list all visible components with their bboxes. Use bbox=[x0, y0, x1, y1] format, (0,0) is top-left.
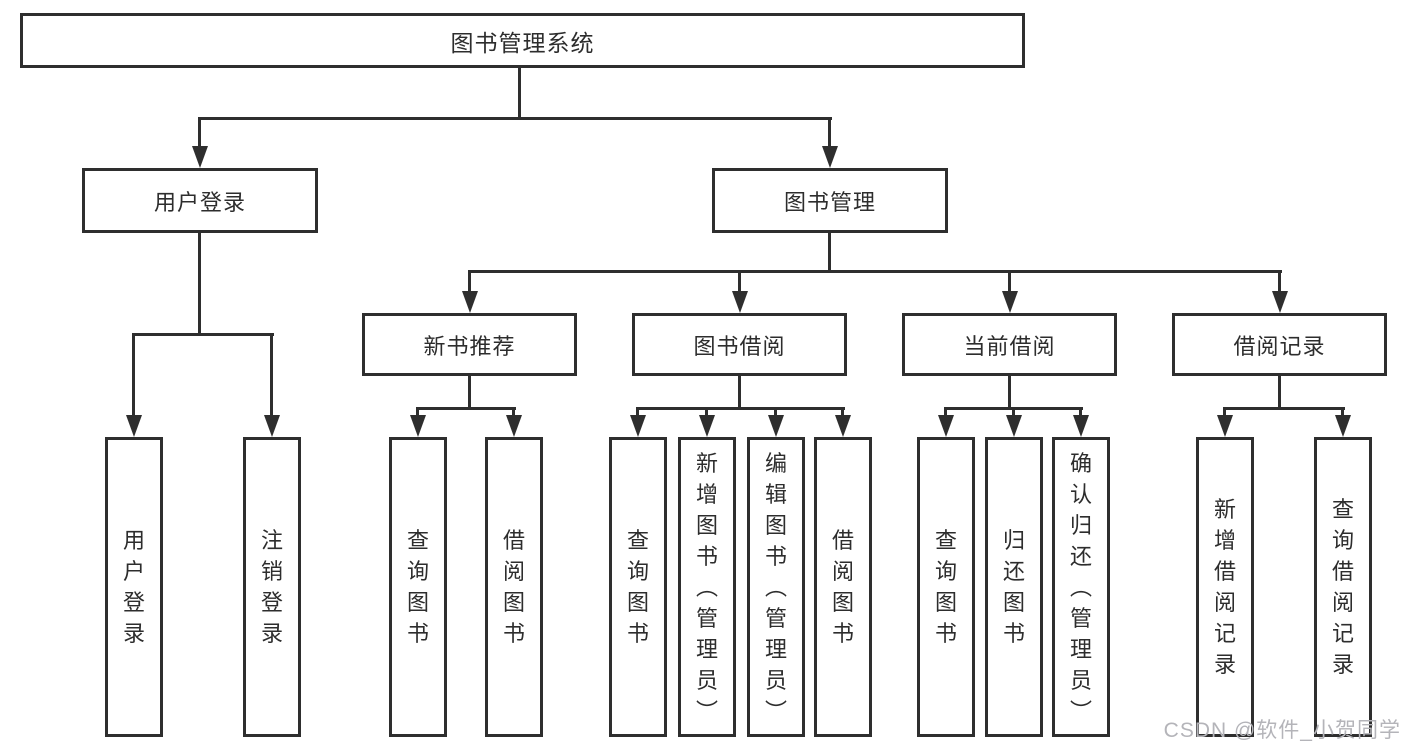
connector-drop-borrow-books-1 bbox=[512, 407, 515, 419]
leaf-user-login-label: 用户登录 bbox=[122, 528, 145, 646]
node-book-management-label: 图书管理 bbox=[783, 189, 876, 215]
node-book-management: 图书管理 bbox=[712, 168, 948, 233]
connector-new-book-trunk bbox=[468, 376, 471, 410]
connector-drop-query-books-1 bbox=[416, 407, 419, 419]
connector-drop-add-borrow-record bbox=[1223, 407, 1226, 419]
connector-user-login-branch bbox=[132, 333, 274, 336]
connector-drop-edit-book bbox=[774, 407, 777, 419]
node-root: 图书管理系统 bbox=[20, 13, 1025, 68]
arrow-to-leaf-logout bbox=[264, 415, 280, 437]
connector-drop-current-borrow bbox=[1008, 270, 1011, 295]
arrow-to-borrow-books-2 bbox=[835, 415, 851, 437]
leaf-query-books-1: 查询图书 bbox=[389, 437, 447, 737]
connector-drop-return-books bbox=[1012, 407, 1015, 419]
arrow-to-book-management bbox=[822, 146, 838, 168]
leaf-query-books-3: 查询图书 bbox=[917, 437, 975, 737]
node-new-book-recommend: 新书推荐 bbox=[362, 313, 577, 376]
leaf-query-books-2-label: 查询图书 bbox=[626, 528, 649, 646]
node-borrow-records: 借阅记录 bbox=[1172, 313, 1387, 376]
leaf-add-book-admin: 新增图书︵管理员︶ bbox=[678, 437, 736, 737]
arrow-to-user-login bbox=[192, 146, 208, 168]
connector-drop-confirm-return bbox=[1079, 407, 1082, 419]
node-current-borrow: 当前借阅 bbox=[902, 313, 1117, 376]
connector-book-borrow-branch bbox=[636, 407, 845, 410]
arrow-to-add-book bbox=[699, 415, 715, 437]
connector-root-branch bbox=[198, 117, 832, 120]
watermark-text: CSDN @软件_小贺同学 bbox=[1163, 719, 1401, 742]
connector-drop-query-borrow-record bbox=[1341, 407, 1344, 419]
arrow-to-add-borrow-record bbox=[1217, 415, 1233, 437]
connector-drop-add-book bbox=[705, 407, 708, 419]
arrow-to-borrow-records bbox=[1272, 291, 1288, 313]
leaf-confirm-return-admin: 确认归还︵管理员︶ bbox=[1052, 437, 1110, 737]
arrow-to-return-books bbox=[1006, 415, 1022, 437]
connector-drop-borrow-records bbox=[1278, 270, 1281, 295]
leaf-return-books-label: 归还图书 bbox=[1002, 528, 1025, 646]
leaf-query-books-1-label: 查询图书 bbox=[406, 528, 429, 646]
node-book-borrow-label: 图书借阅 bbox=[693, 333, 786, 359]
arrow-to-query-books-2 bbox=[630, 415, 646, 437]
connector-drop-user-login bbox=[198, 117, 201, 149]
arrow-to-borrow-books-1 bbox=[506, 415, 522, 437]
leaf-confirm-return-admin-label: 确认归还︵管理员︶ bbox=[1069, 450, 1092, 724]
leaf-logout-label: 注销登录 bbox=[260, 528, 283, 646]
connector-new-book-branch bbox=[416, 407, 516, 410]
connector-drop-leaf-user-login bbox=[132, 333, 135, 417]
arrow-to-current-borrow bbox=[1002, 291, 1018, 313]
connector-borrow-records-branch bbox=[1223, 407, 1345, 410]
arrow-to-leaf-user-login bbox=[126, 415, 142, 437]
leaf-query-books-3-label: 查询图书 bbox=[934, 528, 957, 646]
node-root-label: 图书管理系统 bbox=[450, 29, 595, 56]
connector-drop-leaf-logout bbox=[270, 333, 273, 417]
arrow-to-query-borrow-record bbox=[1335, 415, 1351, 437]
arrow-to-query-books-1 bbox=[410, 415, 426, 437]
node-user-login-label: 用户登录 bbox=[153, 189, 246, 215]
leaf-edit-book-admin: 编辑图书︵管理员︶ bbox=[747, 437, 805, 737]
leaf-logout: 注销登录 bbox=[243, 437, 301, 737]
leaf-add-borrow-record-label: 新增借阅记录 bbox=[1213, 497, 1236, 677]
node-new-book-recommend-label: 新书推荐 bbox=[423, 333, 516, 359]
leaf-borrow-books-2-label: 借阅图书 bbox=[831, 528, 854, 646]
connector-drop-book-borrow bbox=[738, 270, 741, 295]
connector-borrow-records-trunk bbox=[1278, 376, 1281, 410]
node-borrow-records-label: 借阅记录 bbox=[1233, 333, 1326, 359]
connector-root-trunk bbox=[518, 68, 521, 120]
connector-drop-query-books-2 bbox=[636, 407, 639, 419]
leaf-borrow-books-1-label: 借阅图书 bbox=[502, 528, 525, 646]
leaf-borrow-books-2: 借阅图书 bbox=[814, 437, 872, 737]
connector-user-login-trunk bbox=[198, 233, 201, 336]
leaf-query-borrow-record-label: 查询借阅记录 bbox=[1331, 497, 1354, 677]
connector-drop-query-books-3 bbox=[944, 407, 947, 419]
node-current-borrow-label: 当前借阅 bbox=[963, 333, 1056, 359]
leaf-query-books-2: 查询图书 bbox=[609, 437, 667, 737]
node-user-login: 用户登录 bbox=[82, 168, 318, 233]
connector-drop-book-management bbox=[828, 117, 831, 149]
leaf-edit-book-admin-label: 编辑图书︵管理员︶ bbox=[764, 450, 787, 724]
connector-drop-borrow-books-2 bbox=[841, 407, 844, 419]
arrow-to-book-borrow bbox=[732, 291, 748, 313]
leaf-add-borrow-record: 新增借阅记录 bbox=[1196, 437, 1254, 737]
connector-drop-new-book bbox=[468, 270, 471, 295]
connector-book-management-trunk bbox=[828, 233, 831, 273]
leaf-return-books: 归还图书 bbox=[985, 437, 1043, 737]
leaf-user-login: 用户登录 bbox=[105, 437, 163, 737]
arrow-to-query-books-3 bbox=[938, 415, 954, 437]
connector-book-management-branch bbox=[468, 270, 1282, 273]
leaf-add-book-admin-label: 新增图书︵管理员︶ bbox=[695, 450, 718, 724]
arrow-to-new-book bbox=[462, 291, 478, 313]
arrow-to-edit-book bbox=[768, 415, 784, 437]
connector-current-borrow-trunk bbox=[1008, 376, 1011, 410]
arrow-to-confirm-return bbox=[1073, 415, 1089, 437]
leaf-borrow-books-1: 借阅图书 bbox=[485, 437, 543, 737]
node-book-borrow: 图书借阅 bbox=[632, 313, 847, 376]
connector-book-borrow-trunk bbox=[738, 376, 741, 410]
leaf-query-borrow-record: 查询借阅记录 bbox=[1314, 437, 1372, 737]
